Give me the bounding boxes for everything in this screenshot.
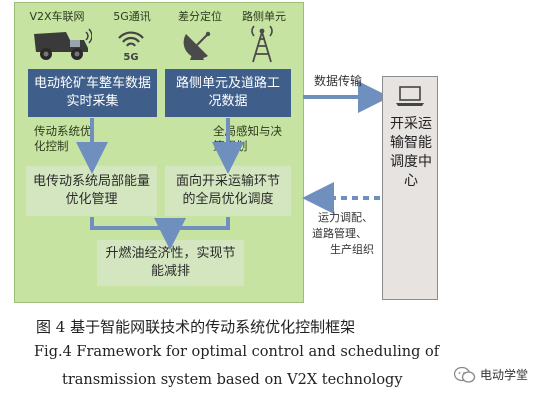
watermark-text: 电动学堂 <box>480 368 529 382</box>
feedback-line-3: 生产组织 <box>330 243 374 256</box>
roadside-data-box: 路侧单元及道路工况数据 <box>165 69 291 117</box>
svg-text:5G: 5G <box>123 52 138 62</box>
laptop-icon <box>396 86 424 106</box>
icon-label-rsu: 路侧单元 <box>242 10 286 23</box>
data-transfer-label: 数据传输 <box>314 74 363 88</box>
wechat-icon <box>454 366 476 383</box>
vehicle-data-collection-box: 电动轮矿车整车数据实时采集 <box>28 69 157 117</box>
feedback-line-2: 道路管理、 <box>312 227 367 240</box>
satellite-dish-icon <box>183 31 211 60</box>
icon-label-v2x: V2X车联网 <box>29 10 85 23</box>
local-energy-management-box: 电传动系统局部能量优化管理 <box>26 166 157 216</box>
caption-chinese: 图 4 基于智能网联技术的传动系统优化控制框架 <box>36 318 356 336</box>
5g-icon: 5G <box>118 31 144 62</box>
feedback-line-1: 运力调配、 <box>318 211 373 224</box>
mining-truck-icon <box>34 28 92 60</box>
roadside-tower-icon <box>251 25 273 63</box>
transmission-optimization-label: 传动系统优化控制 <box>34 124 92 153</box>
caption-english-line-2: transmission system based on V2X technol… <box>62 372 403 388</box>
caption-english-line-1: Fig.4 Framework for optimal control and … <box>34 344 440 360</box>
global-dispatch-optimization-box: 面向开采运输环节的全局优化调度 <box>165 166 291 216</box>
dispatch-center-label: 开采运输智能调度中心 <box>390 116 432 189</box>
icon-label-gnss: 差分定位 <box>178 10 222 23</box>
dispatch-center-box: 开采运输智能调度中心 <box>382 76 438 300</box>
icon-label-5g: 5G通讯 <box>113 10 151 23</box>
